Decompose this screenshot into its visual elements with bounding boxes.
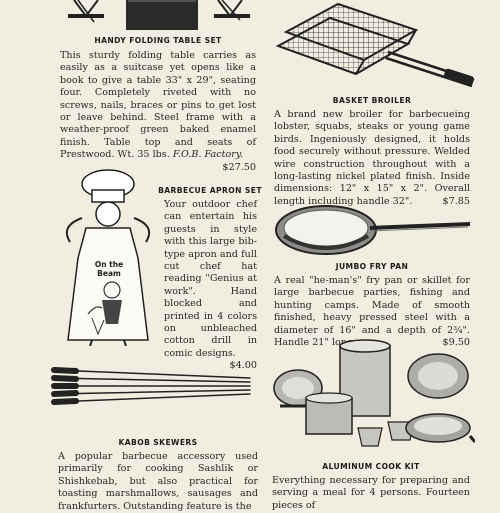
- product-jumbo-fry-pan: JUMBO FRY PAN A real "he-man's" fry pan …: [274, 262, 470, 349]
- product-title: HANDY FOLDING TABLE SET: [94, 36, 222, 45]
- product-description-text: This sturdy folding table carries as eas…: [60, 50, 256, 161]
- product-description-text: A brand new broiler for barbecueing lobs…: [274, 109, 470, 207]
- product-title: ALUMINUM COOK KIT: [322, 462, 420, 471]
- catalog-page: HANDY FOLDING TABLE SET This sturdy fold…: [50, 0, 478, 512]
- product-description: This sturdy folding table carries as eas…: [60, 50, 256, 173]
- product-price: $4.00: [229, 360, 257, 372]
- product-basket-broiler: BASKET BROILER A brand new broiler for b…: [274, 96, 470, 208]
- product-handy-folding-table-set: HANDY FOLDING TABLE SET This sturdy fold…: [60, 36, 256, 174]
- product-description: A brand new broiler for barbecueing lobs…: [274, 109, 470, 208]
- aluminum-cook-kit-illustration: [270, 336, 475, 452]
- product-description: A popular barbecue accessory used primar…: [58, 451, 258, 512]
- basket-broiler-illustration: [268, 2, 478, 90]
- apron-print-text: On the Beam: [94, 260, 124, 278]
- product-description-text: A real "he-man's" fry pan or skillet for…: [274, 275, 470, 349]
- jumbo-fry-pan-illustration: [274, 200, 474, 260]
- kabob-skewers-illustration: [50, 364, 260, 406]
- product-barbecue-apron-set: BARBECUE APRON SET Your outdoor chef can…: [158, 186, 261, 373]
- product-title: KABOB SKEWERS: [118, 438, 198, 447]
- folding-table-illustration: [68, 0, 258, 34]
- product-description: A real "he-man's" fry pan or skillet for…: [274, 275, 470, 349]
- product-kabob-skewers: KABOB SKEWERS A popular barbecue accesso…: [58, 438, 258, 513]
- product-title: BARBECUE APRON SET: [158, 186, 262, 195]
- product-price: $7.85: [442, 195, 470, 207]
- product-title: BASKET BROILER: [332, 96, 412, 105]
- product-aluminum-cook-kit: ALUMINUM COOK KIT Everything necessary f…: [272, 462, 470, 512]
- product-price: $27.50: [222, 161, 256, 173]
- product-price: $9.50: [442, 337, 470, 349]
- product-description-text: Your outdoor chef can entertain his gues…: [164, 199, 257, 359]
- product-description: Everything necessary for preparing and s…: [272, 475, 470, 511]
- product-title: JUMBO FRY PAN: [335, 262, 409, 271]
- barbecue-apron-illustration: On the Beam: [52, 168, 162, 346]
- fob-factory-note: F.O.B. Factory.: [172, 149, 244, 161]
- product-description: Your outdoor chef can entertain his gues…: [164, 199, 257, 371]
